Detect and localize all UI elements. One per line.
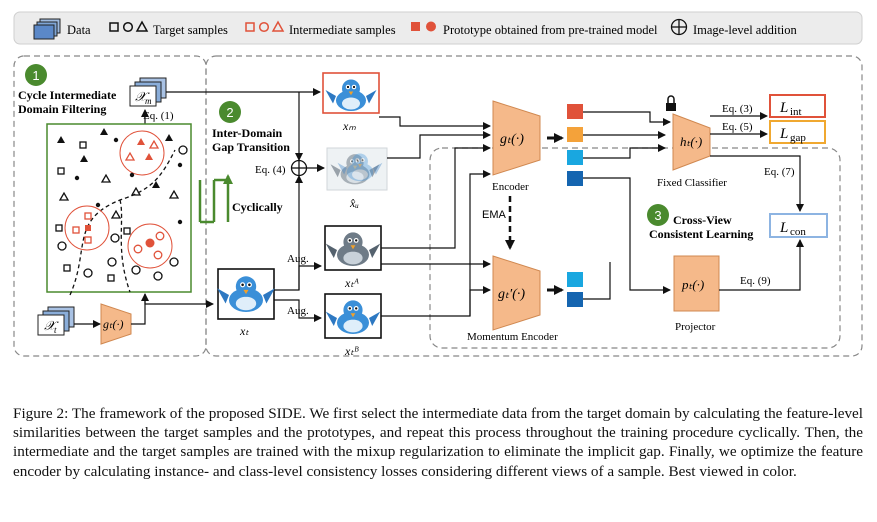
pretrained-encoder-gt: gₜ(·) xyxy=(100,303,132,345)
momentum-feat-to-projector-line xyxy=(583,262,611,300)
projector: pₜ(·) xyxy=(673,255,720,312)
mixed-to-encoder-arrow xyxy=(387,131,491,159)
momentum-encoder-label: Momentum Encoder xyxy=(467,331,558,343)
image-xm xyxy=(322,72,380,114)
label-xt: xₜ xyxy=(239,324,249,338)
gt-to-feature-arrow xyxy=(131,293,149,325)
xm-to-encoder-arrow xyxy=(379,116,491,130)
svg-text:t: t xyxy=(54,325,57,335)
stage1-badge: 1 xyxy=(25,64,47,86)
feature-space-box xyxy=(46,123,192,293)
data-stack-icon xyxy=(33,18,61,40)
svg-text:hₜ(·): hₜ(·) xyxy=(680,134,702,149)
aug1-label: Aug. xyxy=(287,253,309,265)
feature-space-scatter xyxy=(55,128,188,296)
panel-stage1 xyxy=(13,55,207,357)
svg-text:1: 1 xyxy=(32,68,39,83)
encoder: gₜ(·) xyxy=(492,100,541,176)
legend-prototype-label: Prototype obtained from pre-trained mode… xyxy=(443,23,658,37)
xm-data-stack: 𝒳 m xyxy=(129,77,167,107)
svg-text:int: int xyxy=(790,106,802,118)
svg-text:m: m xyxy=(145,96,152,106)
label-xtB: xₜᴮ xyxy=(344,344,359,358)
svg-text:pₜ(·): pₜ(·) xyxy=(681,277,704,292)
stage2-title-line2: Gap Transition xyxy=(212,140,290,154)
svg-text:con: con xyxy=(790,226,806,238)
stage2-badge: 2 xyxy=(219,101,241,123)
svg-text:2: 2 xyxy=(226,105,233,120)
feat-red-to-classifier xyxy=(583,111,671,126)
panel-stage3 xyxy=(429,147,841,349)
svg-text:gₜ(·): gₜ(·) xyxy=(103,317,124,331)
eq5-label: Eq. (5) xyxy=(722,121,753,133)
image-mixed xyxy=(326,147,388,191)
classifier-label: Fixed Classifier xyxy=(657,177,727,189)
svg-text:L: L xyxy=(779,126,788,142)
svg-text:gap: gap xyxy=(790,132,806,144)
stage1-title-line2: Domain Filtering xyxy=(18,102,106,116)
image-xt xyxy=(217,268,275,320)
addition-icon xyxy=(670,18,688,36)
cyclically-label: Cyclically xyxy=(232,200,283,214)
legend: Data Target samples Intermediate samples… xyxy=(13,11,863,45)
classifier-to-loss-con xyxy=(710,155,804,212)
stage3-badge: 3 xyxy=(647,204,669,226)
eq9-label: Eq. (9) xyxy=(740,275,771,287)
ema-label: EMA xyxy=(482,209,507,221)
label-xm: xₘ xyxy=(342,119,356,133)
image-addition-icon xyxy=(290,159,308,177)
feat-blue-to-projector xyxy=(583,177,671,294)
svg-text:L: L xyxy=(779,220,788,236)
feat-cyan-to-classifier xyxy=(583,144,666,159)
legend-intermediate-label: Intermediate samples xyxy=(289,23,396,37)
stage2-title-line1: Inter-Domain xyxy=(212,126,283,140)
fixed-classifier: hₜ(·) xyxy=(672,113,711,171)
prototype-icon xyxy=(411,21,436,32)
svg-text:gₜ′(·): gₜ′(·) xyxy=(498,287,525,302)
legend-target-label: Target samples xyxy=(153,23,228,37)
stage3-title-line1: Cross-View xyxy=(673,213,732,227)
cyclically-arrows xyxy=(198,174,233,224)
aug1-arrow xyxy=(274,262,322,291)
lock-icon xyxy=(666,95,676,111)
loss-con-box: L con xyxy=(769,213,828,238)
target-samples-icon xyxy=(109,20,149,33)
loss-int-box: L int xyxy=(769,94,826,118)
eq1-label: Eq. (1) xyxy=(143,110,174,122)
momentum-encoder: gₜ′(·) xyxy=(492,255,541,331)
aug2-label: Aug. xyxy=(287,305,309,317)
feature-blocks-momentum xyxy=(567,272,583,307)
svg-text:L: L xyxy=(779,100,788,116)
feature-blocks-encoder xyxy=(567,104,583,186)
stage1-title-line1: Cycle Intermediate xyxy=(18,88,117,102)
eq7-label: Eq. (7) xyxy=(764,166,795,178)
stage3-title-line2: Consistent Learning xyxy=(649,227,753,241)
aug2-arrow xyxy=(274,299,322,322)
legend-addition-label: Image-level addition xyxy=(693,23,798,37)
image-xtA xyxy=(324,225,382,271)
legend-box xyxy=(13,11,863,45)
figure-caption: Figure 2: The framework of the proposed … xyxy=(13,405,863,480)
loss-gap-box: L gap xyxy=(769,120,826,144)
intermediate-samples-icon xyxy=(245,20,285,33)
svg-text:gₜ(·): gₜ(·) xyxy=(500,132,524,147)
svg-text:3: 3 xyxy=(654,208,661,223)
encoder-label: Encoder xyxy=(492,181,529,193)
panel-stage2 xyxy=(205,55,863,357)
eq4-label: Eq. (4) xyxy=(255,164,286,176)
label-xtA: xₜᴬ xyxy=(344,276,359,290)
xt-to-image-arrow xyxy=(144,294,214,308)
projector-to-loss-con xyxy=(719,239,804,291)
xt-data-stack: 𝒳 t xyxy=(37,306,75,336)
xtB-to-momentum-arrow xyxy=(469,286,491,316)
legend-data-label: Data xyxy=(67,23,91,37)
xtA-to-encoder-arrow xyxy=(381,144,491,249)
projector-label: Projector xyxy=(675,321,716,333)
eq3-label: Eq. (3) xyxy=(722,103,753,115)
xtB-to-encoder-arrow xyxy=(381,170,491,317)
framework-diagram: Data Target samples Intermediate samples… xyxy=(13,11,863,358)
image-xtB xyxy=(324,293,382,339)
label-xu: x̂ᵤ xyxy=(349,196,359,210)
